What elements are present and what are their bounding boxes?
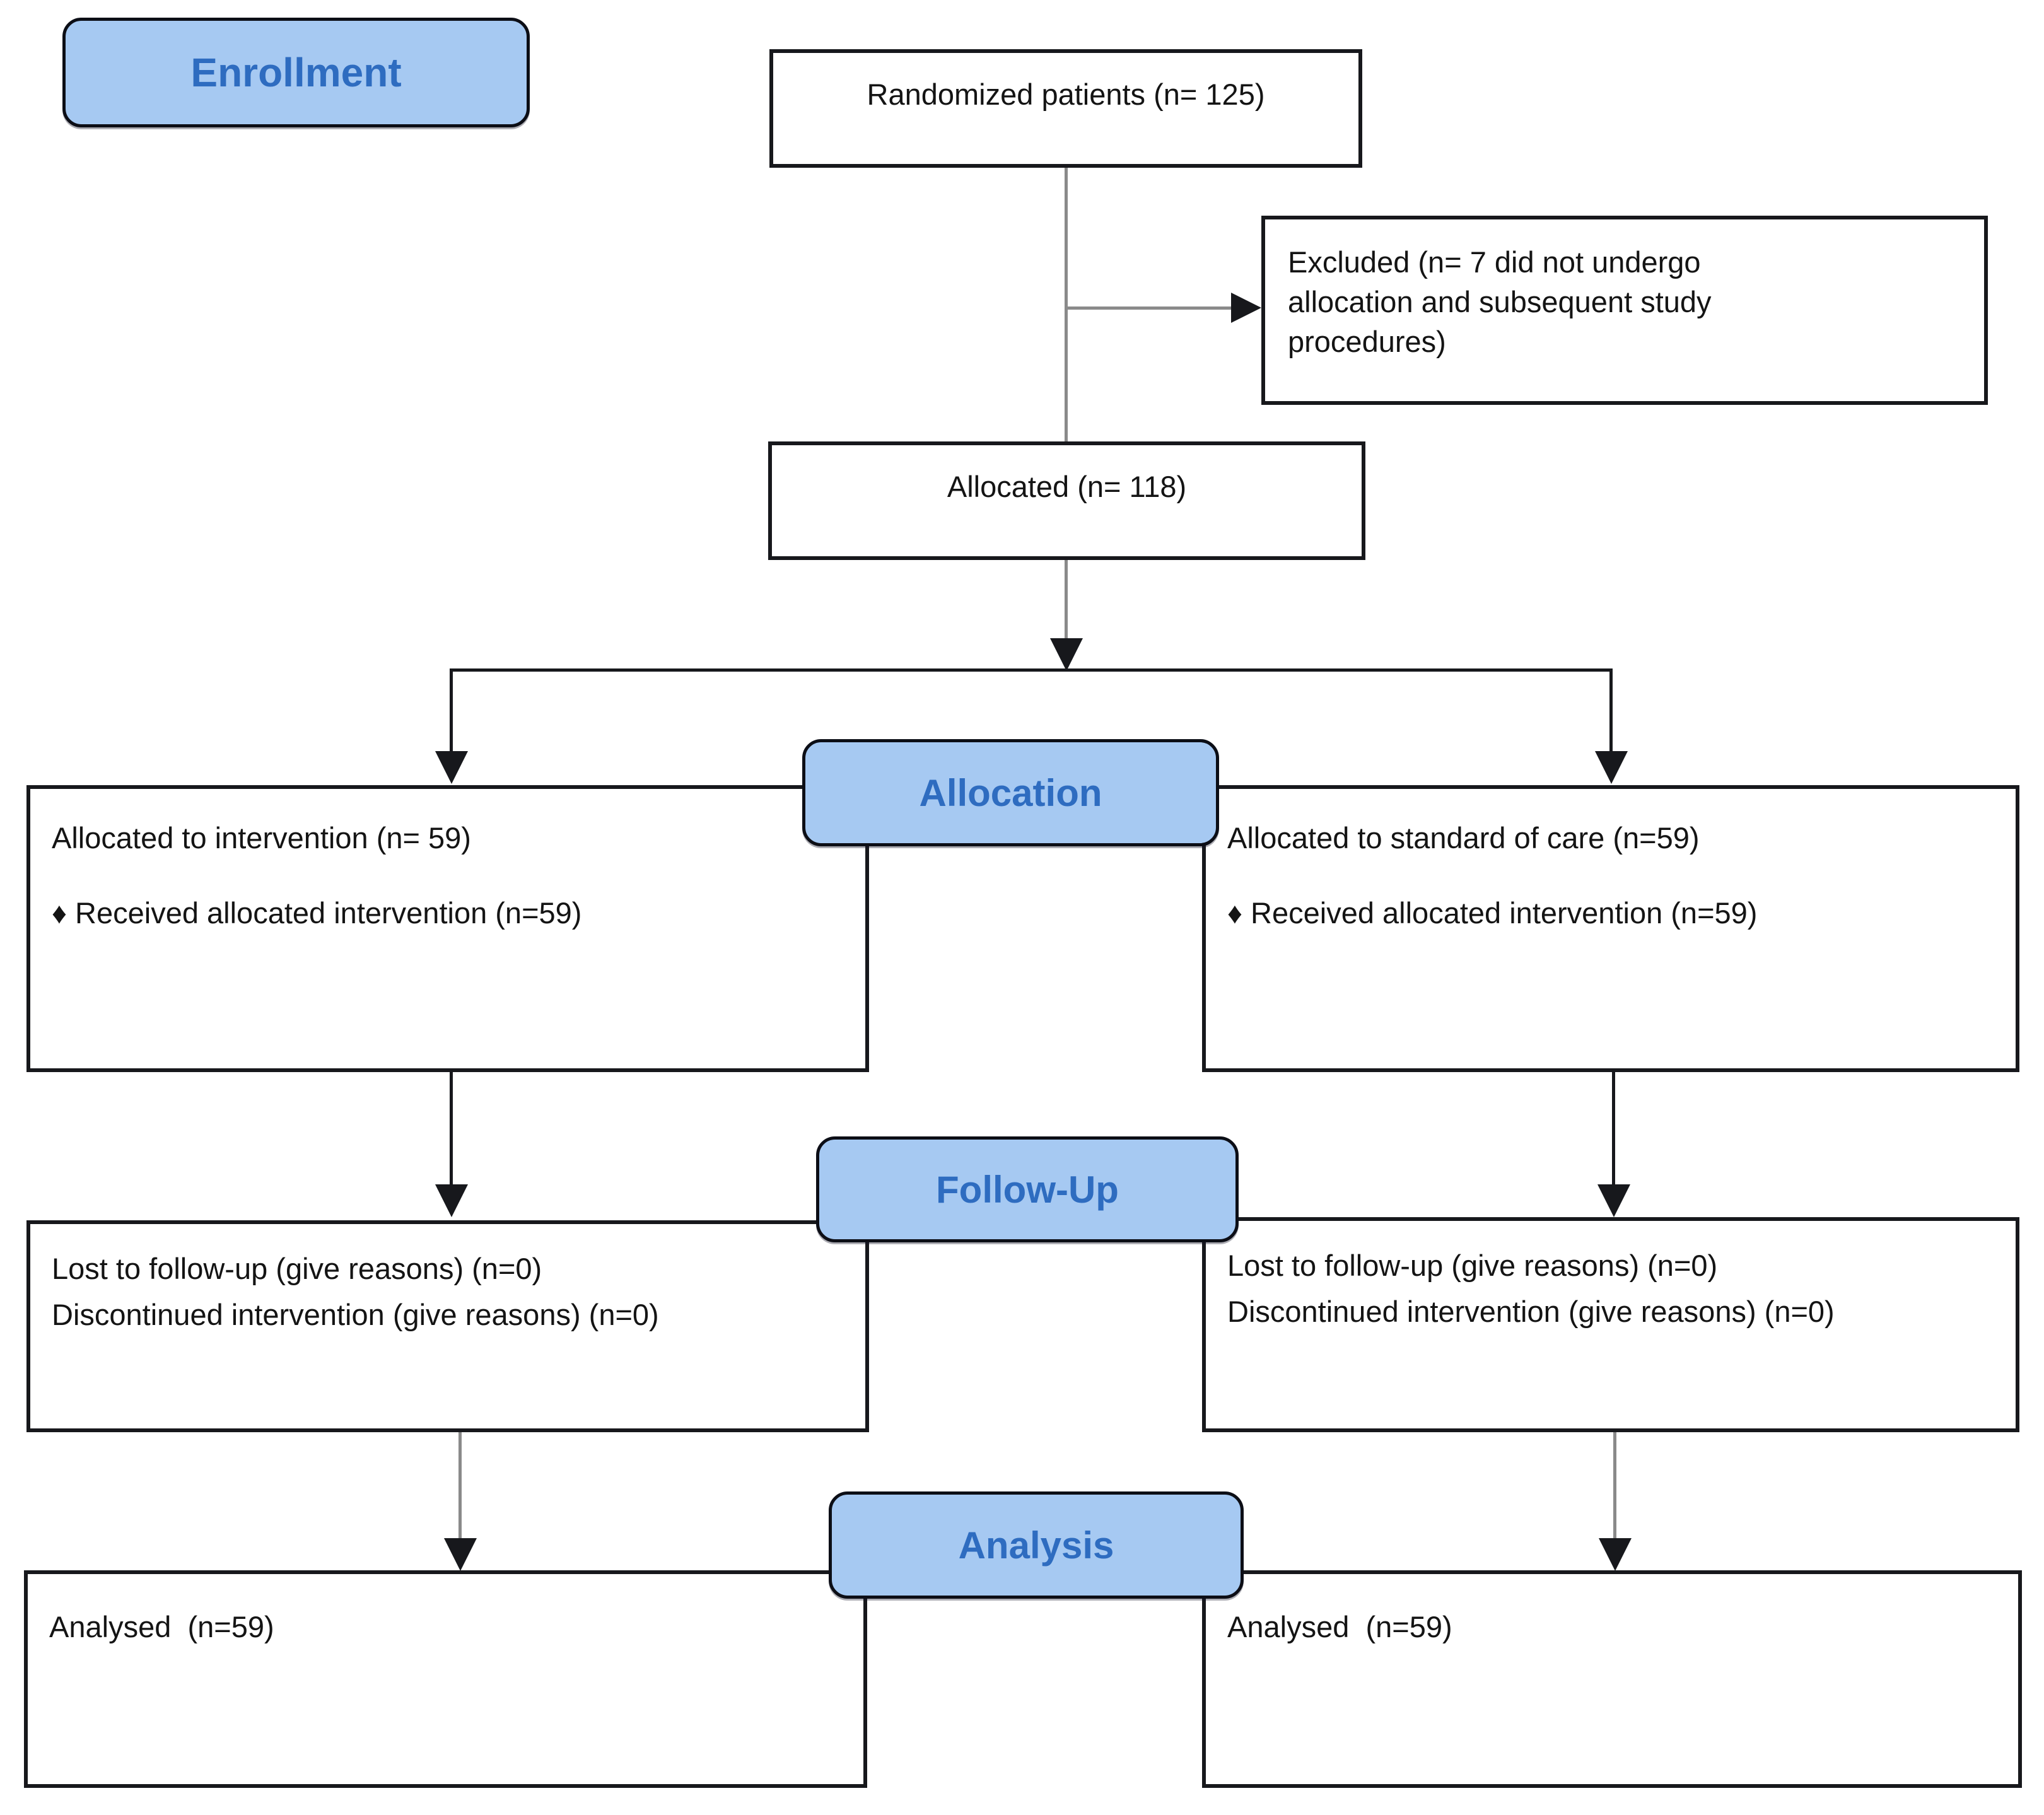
arrowhead-followup-right-icon <box>1597 1184 1630 1217</box>
excluded-text-line2: allocation and subsequent study <box>1288 285 1712 318</box>
stage-enrollment-label: Enrollment <box>190 50 402 95</box>
followup-left-line1: Lost to follow-up (give reasons) (n=0) <box>52 1252 542 1285</box>
arrowhead-excluded-icon <box>1231 293 1261 323</box>
analysis-right-box: Analysed (n=59) <box>1202 1570 2022 1788</box>
connector-branch-left <box>450 668 453 752</box>
standard-care-arm-line2: ♦ Received allocated intervention (n=59) <box>1227 896 1758 930</box>
arrowhead-followup-left-icon <box>435 1184 468 1217</box>
stage-allocation-label: Allocation <box>919 771 1102 814</box>
allocated-box: Allocated (n= 118) <box>768 441 1365 560</box>
arrowhead-branch-right-icon <box>1595 751 1628 784</box>
excluded-text-line3: procedures) <box>1288 325 1446 358</box>
intervention-arm-line1: Allocated to intervention (n= 59) <box>52 821 471 855</box>
followup-left-line2: Discontinued intervention (give reasons)… <box>52 1298 659 1331</box>
analysis-left-text: Analysed (n=59) <box>49 1610 274 1643</box>
excluded-text-line1: Excluded (n= 7 did not undergo <box>1288 245 1701 279</box>
stage-analysis: Analysis <box>829 1491 1244 1599</box>
stage-followup-label: Follow-Up <box>936 1168 1119 1211</box>
stage-enrollment: Enrollment <box>62 18 530 127</box>
connector-alloc-to-followup-right <box>1612 1072 1615 1186</box>
followup-right-box: Lost to follow-up (give reasons) (n=0) D… <box>1202 1217 2019 1432</box>
stage-followup: Follow-Up <box>816 1136 1239 1242</box>
connector-randomized-to-allocated <box>1065 168 1068 441</box>
randomized-text: Randomized patients (n= 125) <box>867 78 1265 111</box>
standard-care-arm-line1: Allocated to standard of care (n=59) <box>1227 821 1700 855</box>
connector-followup-to-analysis-left <box>458 1432 462 1541</box>
intervention-arm-box: Allocated to intervention (n= 59) ♦ Rece… <box>26 785 869 1072</box>
connector-to-excluded <box>1066 306 1234 310</box>
intervention-arm-line2: ♦ Received allocated intervention (n=59) <box>52 896 582 930</box>
connector-allocated-to-splitter <box>1065 560 1068 642</box>
randomized-box: Randomized patients (n= 125) <box>769 49 1362 168</box>
analysis-left-box: Analysed (n=59) <box>24 1570 867 1788</box>
arrowhead-analysis-left-icon <box>444 1538 477 1571</box>
standard-care-arm-box: Allocated to standard of care (n=59) ♦ R… <box>1202 785 2019 1072</box>
connector-splitter-horizontal <box>450 668 1613 672</box>
followup-right-line1: Lost to follow-up (give reasons) (n=0) <box>1227 1249 1718 1282</box>
connector-followup-to-analysis-right <box>1613 1432 1616 1541</box>
connector-alloc-to-followup-left <box>450 1072 453 1186</box>
stage-allocation: Allocation <box>802 739 1219 846</box>
arrowhead-branch-left-icon <box>435 751 468 784</box>
allocated-text: Allocated (n= 118) <box>947 470 1187 503</box>
stage-analysis-label: Analysis <box>958 1524 1114 1567</box>
analysis-right-text: Analysed (n=59) <box>1227 1610 1452 1643</box>
followup-left-box: Lost to follow-up (give reasons) (n=0) D… <box>26 1220 869 1432</box>
arrowhead-splitter-icon <box>1050 638 1083 671</box>
arrowhead-analysis-right-icon <box>1599 1538 1632 1571</box>
connector-branch-right <box>1609 668 1613 752</box>
excluded-box: Excluded (n= 7 did not undergo allocatio… <box>1261 216 1988 405</box>
followup-right-line2: Discontinued intervention (give reasons)… <box>1227 1295 1835 1328</box>
